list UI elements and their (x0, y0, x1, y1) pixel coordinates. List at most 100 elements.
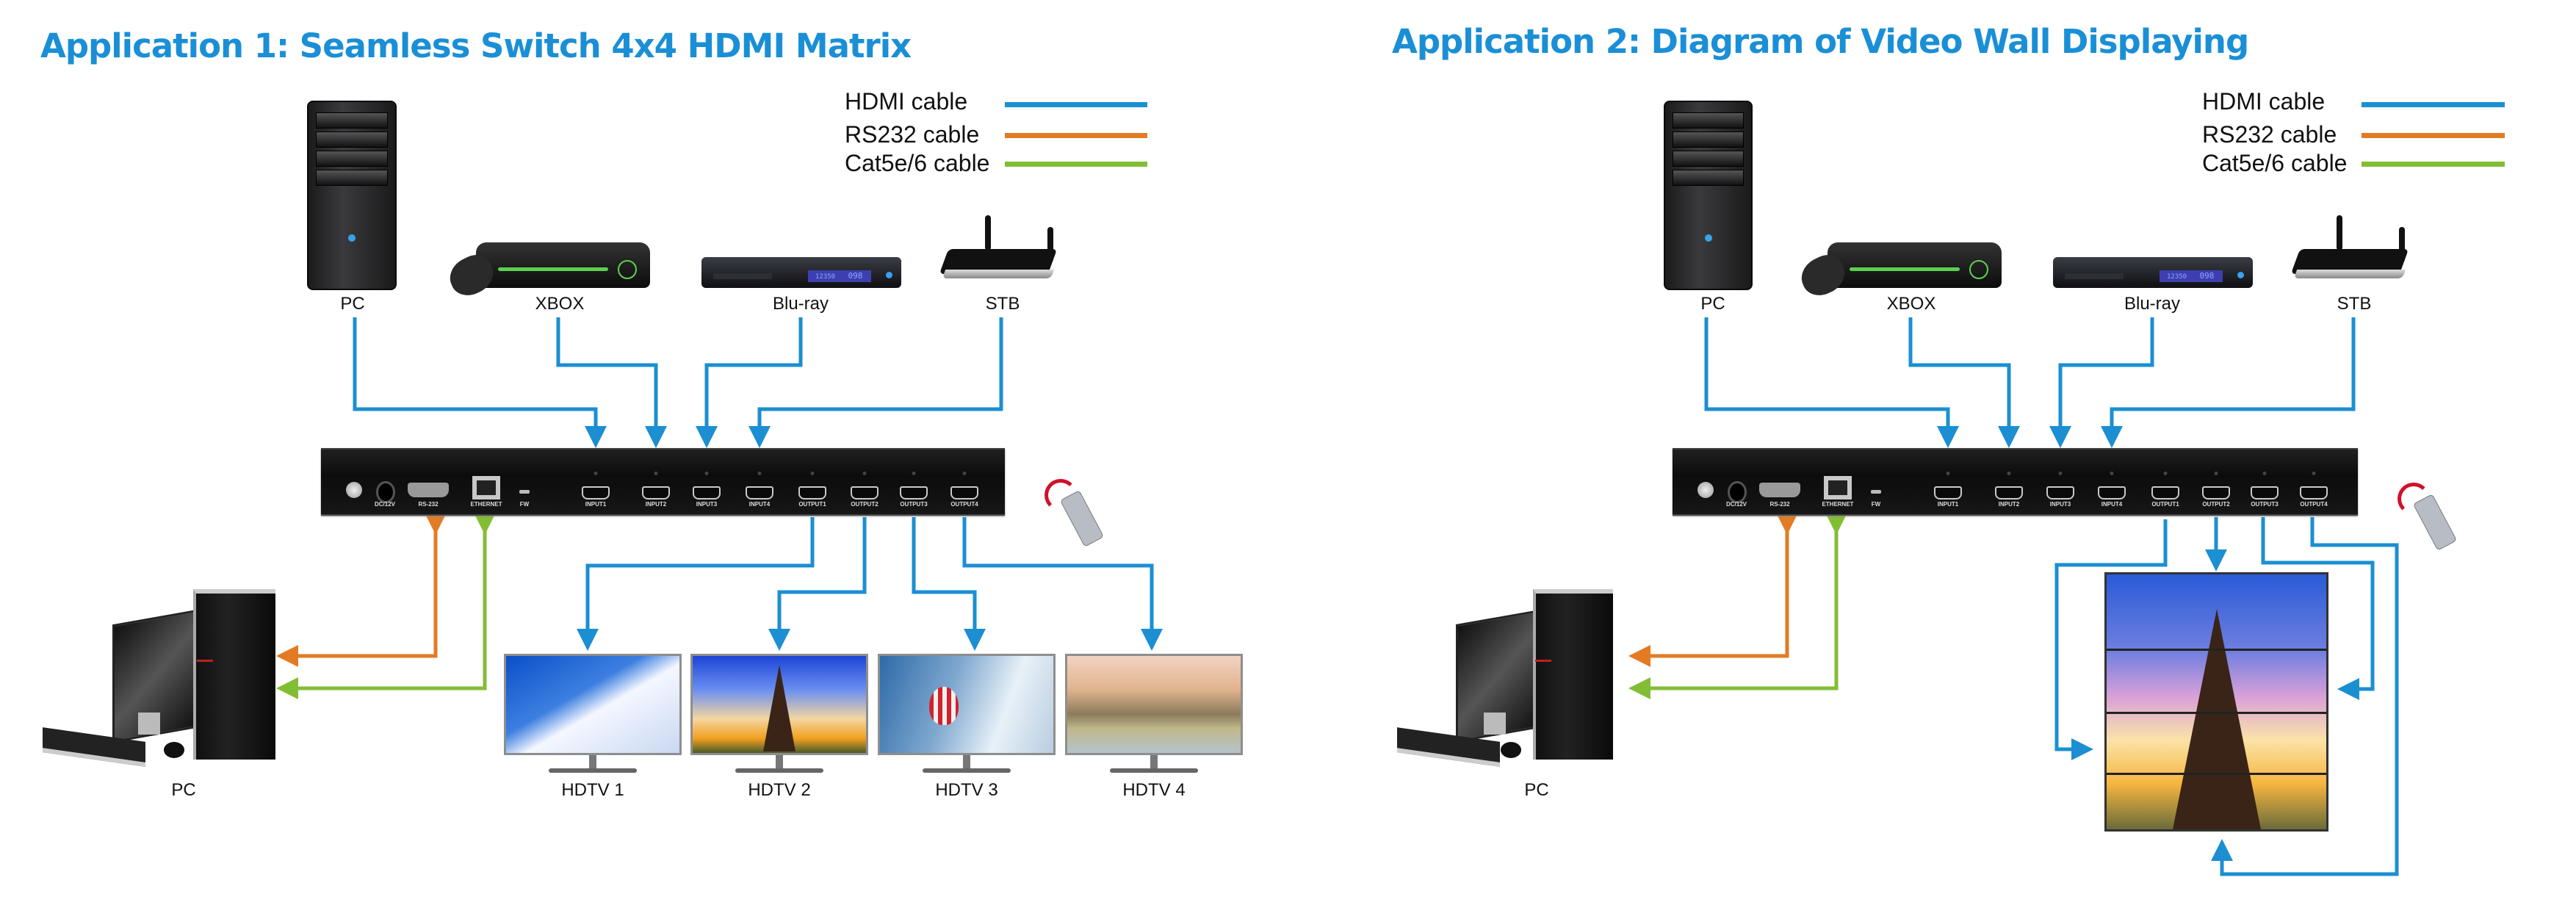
hdmi-output2-port (2202, 486, 2230, 500)
hdmi-cable-output3-wall (2261, 517, 2375, 700)
hdmi-cable-output4-hdtv4 (962, 517, 1163, 651)
source-label-stb: STB (985, 294, 1020, 314)
firmware-port (1871, 490, 1881, 494)
port-label-input2: INPUT2 (645, 501, 667, 508)
legend-label-cat: Cat5e/6 cable (845, 150, 990, 176)
port-label-output1: OUTPUT1 (2151, 501, 2179, 508)
xbox-icon (476, 242, 650, 288)
legend-line-cat (2362, 162, 2505, 167)
hdmi-cable-output1-hdtv1 (577, 517, 815, 651)
port-label-output4: OUTPUT4 (2300, 501, 2328, 508)
legend-line-hdmi (1005, 102, 1147, 107)
control-pc-label: PC (1524, 780, 1549, 800)
bluray-display-track: 12350 (815, 273, 836, 281)
hdmi-input1-port (582, 486, 610, 500)
source-label-pc: PC (1700, 294, 1725, 314)
pc-tower-icon (307, 101, 397, 290)
hdtv-label-2: HDTV 2 (748, 780, 811, 800)
port-label-rs232: RS-232 (1769, 501, 1790, 508)
firmware-port (519, 490, 530, 494)
port-label-dc: DC/12V (374, 501, 396, 508)
hdmi-input1-port (1934, 486, 1962, 500)
pc-tower-icon (1664, 101, 1753, 290)
bluray-display-time: 098 (2199, 271, 2215, 281)
video-wall-bezel (2107, 649, 2326, 651)
hdtv-screen (504, 654, 682, 755)
hdmi-input3-port (2046, 486, 2074, 500)
bluray-display-time: 098 (848, 271, 863, 281)
hdmi-cable-bluray-input3 (2049, 317, 2154, 448)
hdmi-cable-output1-wall (2054, 519, 2168, 760)
hdmi-cable-pc-input1 (1704, 317, 1959, 448)
ground-screw-icon (1698, 482, 1714, 498)
app1-title: Application 1: Seamless Switch 4x4 HDMI … (40, 26, 912, 65)
legend-label-cat: Cat5e/6 cable (2202, 150, 2348, 176)
app2-title: Application 2: Diagram of Video Wall Dis… (1392, 22, 2249, 61)
port-label-output3: OUTPUT3 (2251, 501, 2279, 508)
port-label-ethernet: ETHERNET (1822, 501, 1854, 508)
source-label-xbox: XBOX (535, 294, 585, 314)
port-label-output2: OUTPUT2 (851, 501, 878, 508)
rs232-port (1759, 483, 1800, 497)
hdmi-input2-port (1995, 486, 2023, 500)
hdmi-input2-port (642, 486, 670, 500)
hdtv-label-1: HDTV 1 (561, 780, 624, 800)
port-label-input2: INPUT2 (1998, 501, 2020, 508)
port-label-output2: OUTPUT2 (2202, 501, 2230, 508)
rs232-port (408, 483, 449, 497)
control-pc-icon (1396, 588, 1631, 767)
ethernet-port (1824, 476, 1852, 500)
hdmi-matrix-device: DC/12V RS-232 ETHERNET FW INPUT1 INPUT2 … (321, 448, 1005, 516)
legend-label-rs232: RS232 cable (2202, 121, 2337, 148)
control-pc-icon (43, 588, 278, 767)
port-label-input3: INPUT3 (2049, 501, 2071, 508)
hdmi-cable-output3-hdtv3 (912, 517, 986, 651)
port-label-fw: FW (519, 501, 530, 508)
hdmi-matrix-device: DC/12V RS-232 ETHERNET FW INPUT1 INPUT2 … (1673, 448, 2358, 516)
port-label-output4: OUTPUT4 (950, 501, 978, 508)
hdmi-cable-stb-input4 (2101, 317, 2356, 448)
legend-label-hdmi: HDMI cable (2202, 88, 2326, 115)
port-label-input4: INPUT4 (748, 501, 771, 508)
eiffel-tower-image (2172, 609, 2261, 829)
port-label-input4: INPUT4 (2101, 501, 2123, 508)
legend-line-hdmi (2362, 102, 2505, 107)
hdmi-output1-port (2151, 486, 2179, 500)
hdmi-cable-output2-hdtv2 (768, 517, 867, 651)
bluray-player-icon: 12350 098 (2053, 257, 2253, 288)
hdmi-cable-xbox-input2 (1908, 317, 2020, 448)
hdtv-screen (1065, 654, 1243, 755)
port-label-input3: INPUT3 (696, 501, 718, 508)
source-label-bluray: Blu-ray (2124, 294, 2181, 314)
hdmi-cable-stb-input4 (748, 317, 1003, 448)
hdmi-output2-port (851, 486, 878, 500)
hdmi-cable-output4-wall (2211, 517, 2399, 876)
hdtv-screen (878, 654, 1056, 755)
hdmi-output4-port (950, 486, 978, 500)
cat-cable-app2 (1628, 513, 1847, 699)
dc-power-port (376, 481, 395, 503)
rs232-cable-app1 (276, 513, 447, 667)
xbox-icon (1828, 242, 2002, 288)
ir-remote-icon (1043, 477, 1109, 547)
video-wall-bezel (2107, 773, 2326, 775)
rs232-cable-app2 (1628, 513, 1798, 667)
ground-screw-icon (346, 482, 362, 498)
bluray-display-track: 12350 (2167, 273, 2187, 281)
dc-power-port (1728, 481, 1747, 503)
video-wall-bezel (2107, 712, 2326, 714)
port-label-dc: DC/12V (1725, 501, 1747, 508)
hdmi-input3-port (693, 486, 721, 500)
video-wall (2104, 572, 2328, 832)
port-label-fw: FW (1871, 501, 1881, 508)
port-label-input1: INPUT1 (585, 501, 607, 508)
source-label-stb: STB (2337, 294, 2372, 314)
source-label-bluray: Blu-ray (772, 294, 829, 314)
port-label-input1: INPUT1 (1937, 501, 1959, 508)
cat-cable-app1 (276, 513, 496, 699)
hdmi-input4-port (746, 486, 773, 500)
hdtv-label-4: HDTV 4 (1122, 780, 1186, 800)
port-label-output1: OUTPUT1 (798, 501, 826, 508)
port-label-rs232: RS-232 (418, 501, 439, 508)
